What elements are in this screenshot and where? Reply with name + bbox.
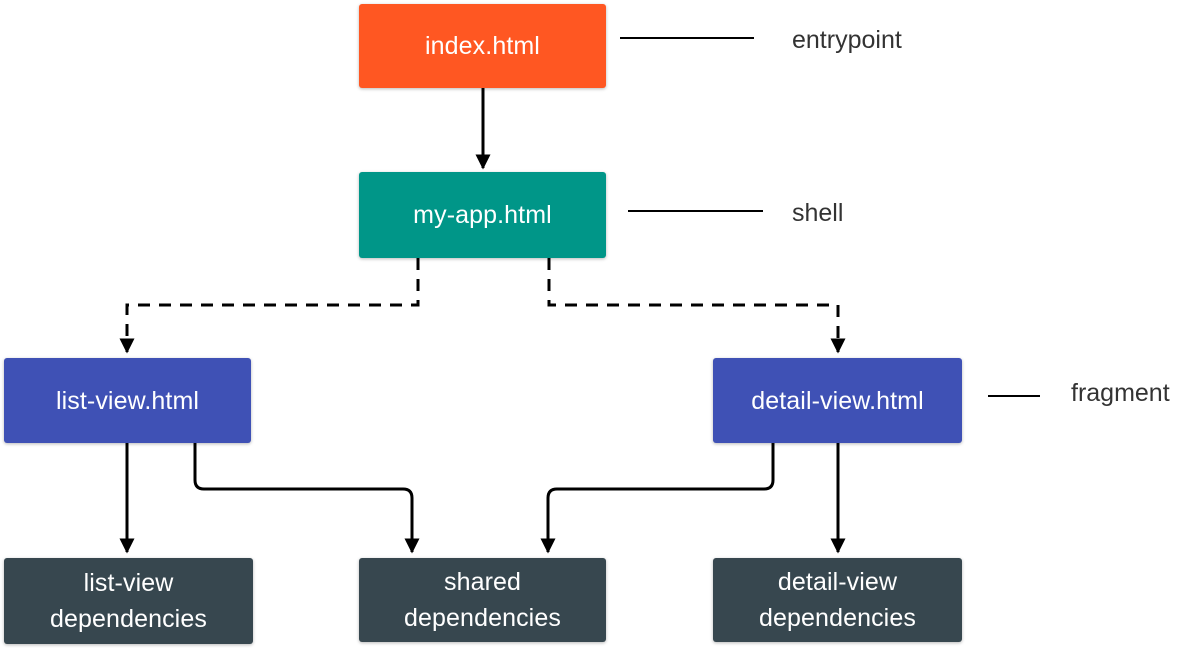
my-app-node-label: my-app.html — [413, 201, 552, 229]
list-view-node-label: list-view.html — [55, 386, 200, 415]
entrypoint-label: entrypoint — [792, 26, 902, 54]
shared-dependencies-line-2: dependencies — [404, 604, 561, 632]
list-view-node: list-view.html — [4, 358, 251, 443]
detail-view-dependencies-line-2: dependencies — [759, 604, 916, 632]
list-view-dependencies-line-1: list-view — [83, 569, 174, 597]
detail-view-dependencies-line-1: detail-view — [777, 568, 898, 596]
shared-dependencies-line-1: shared — [443, 568, 522, 596]
shell-label: shell — [792, 199, 844, 227]
detail-view-dependencies-node: detail-view dependencies — [713, 558, 962, 642]
index-node: index.html — [359, 4, 606, 88]
detail-view-node: detail-view.html — [713, 358, 962, 443]
arrow-app-to-list-view — [119, 258, 420, 354]
fragment-label: fragment — [1071, 379, 1170, 407]
detail-view-node-label: detail-view.html — [751, 386, 924, 415]
arrow-list-view-to-shared — [193, 443, 420, 554]
my-app-node: my-app.html — [359, 172, 606, 258]
list-view-dependencies-line-2: dependencies — [50, 605, 207, 633]
arrow-app-to-detail-view — [547, 258, 846, 354]
index-node-label: index.html — [425, 32, 540, 60]
arrow-detail-view-to-shared — [540, 443, 775, 554]
shared-dependencies-node: shared dependencies — [359, 558, 606, 642]
list-view-dependencies-node: list-view dependencies — [4, 558, 253, 644]
